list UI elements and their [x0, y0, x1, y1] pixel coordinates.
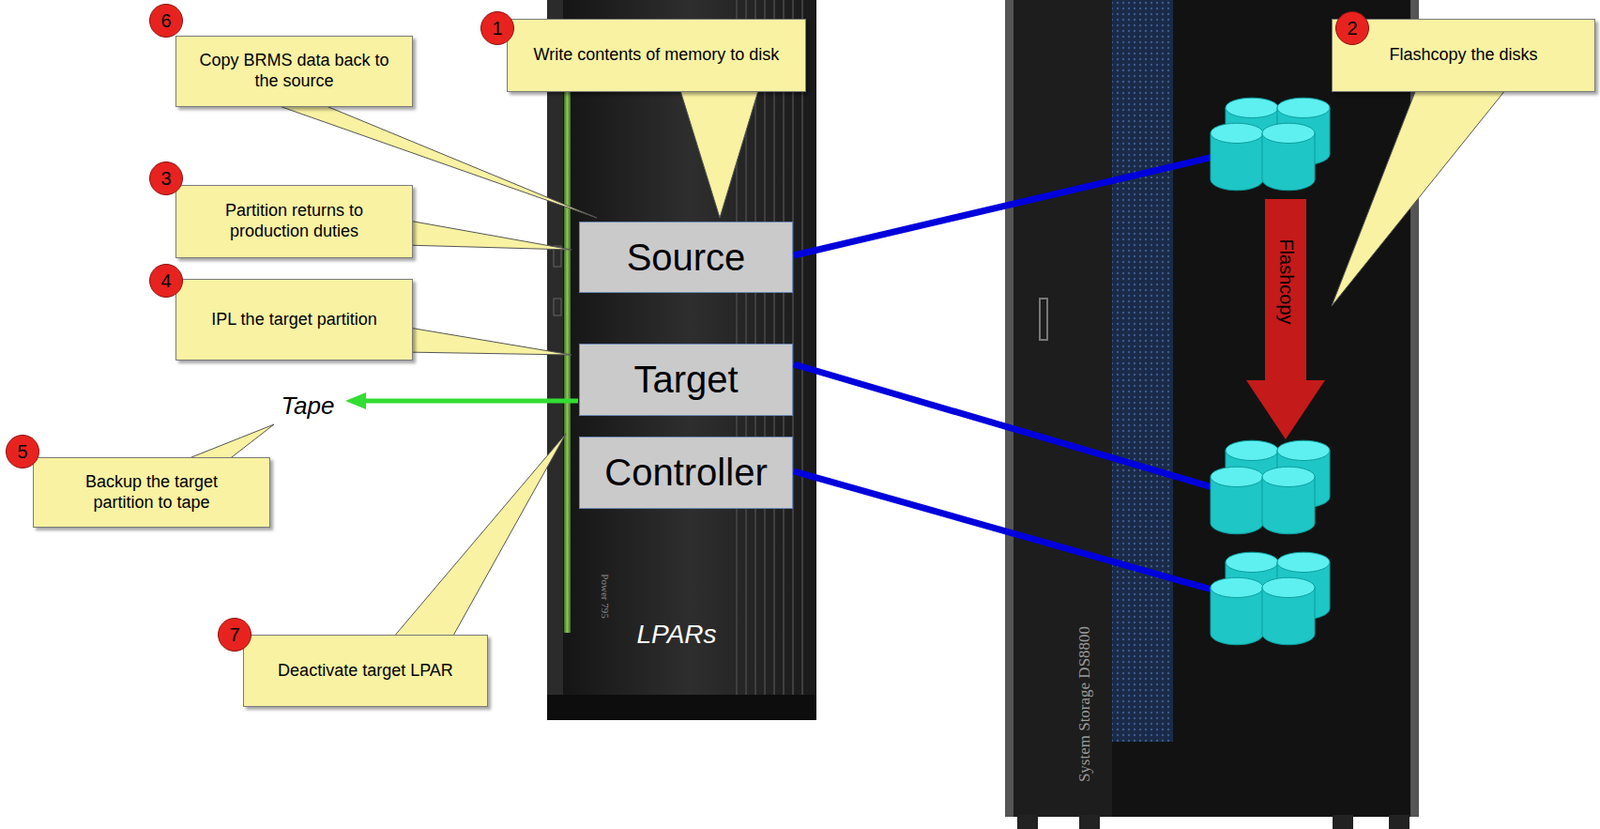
callout-box: Flashcopy the disks: [1331, 18, 1596, 92]
server-tower: [547, 0, 817, 720]
connection-line: [793, 154, 1222, 593]
callout-number: 4: [149, 263, 183, 298]
node-text: Source: [626, 236, 747, 279]
callout-number: 3: [149, 161, 183, 196]
node-text: Write contents of memory to disk: [533, 45, 780, 66]
node-text: Partition returns to production duties: [197, 200, 392, 242]
node-text: IPL the target partition: [211, 309, 377, 331]
disk-cluster: [1210, 551, 1330, 645]
disk-cluster: [1210, 440, 1330, 534]
storage-rack: [1005, 0, 1419, 829]
callout-number: 6: [149, 3, 183, 38]
callout-box: Backup the target partition to tape: [32, 457, 271, 528]
callout-number: 2: [1335, 11, 1370, 46]
tape-label: Tape: [281, 391, 336, 421]
lpars-label: LPARs: [636, 619, 717, 650]
model-label: System Storage DS8800: [1075, 625, 1095, 782]
callout-box: Deactivate target LPAR: [243, 634, 488, 707]
node-text: Controller: [604, 451, 767, 494]
tape-arrow: [345, 392, 579, 410]
partition-box: Target: [579, 343, 793, 416]
callout-box: Copy BRMS data back to the source: [175, 35, 413, 107]
node-text: Backup the target partition to tape: [54, 472, 249, 513]
callout-pointer: [167, 84, 1510, 644]
node-text: Flashcopy the disks: [1388, 45, 1538, 66]
callout-box: IPL the target partition: [175, 278, 413, 361]
partition-box: Controller: [579, 436, 793, 509]
node-text: Deactivate target LPAR: [277, 660, 454, 682]
flashcopy-arrow: [1246, 198, 1326, 440]
disk-cluster: [1210, 97, 1330, 191]
model-label: Power 795: [599, 573, 611, 618]
node-text: Copy BRMS data back to the source: [197, 50, 392, 92]
callout-number: 5: [5, 434, 40, 469]
partition-box: Source: [579, 221, 793, 293]
callout-number: 7: [217, 617, 252, 652]
node-text: Target: [633, 358, 738, 401]
callout-box: Write contents of memory to disk: [506, 18, 807, 92]
callout-number: 1: [480, 11, 515, 46]
callout-box: Partition returns to production duties: [175, 184, 413, 259]
flashcopy-label: Flashcopy: [1275, 236, 1297, 326]
